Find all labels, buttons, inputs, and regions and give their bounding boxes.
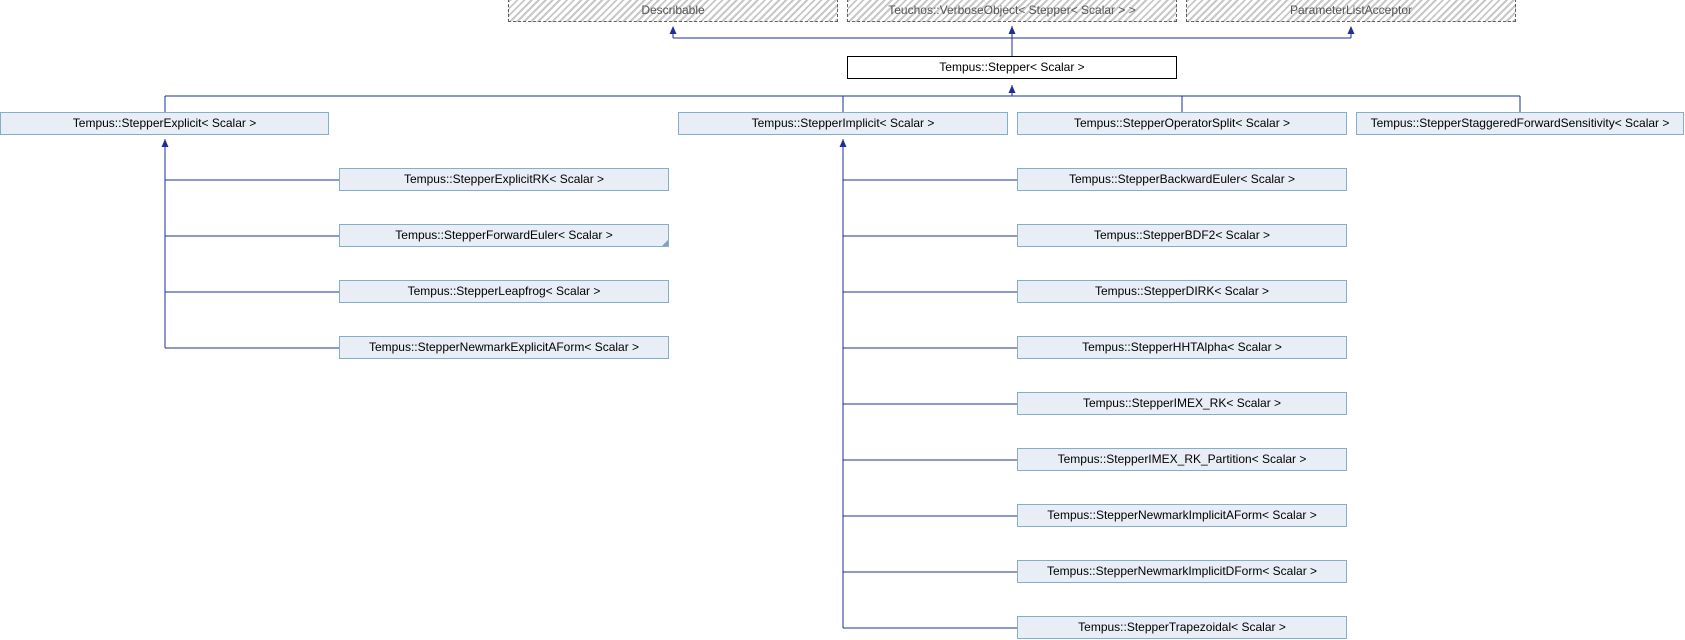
inheritance-arrowhead-3 bbox=[1008, 85, 1016, 93]
inheritance-arrowhead-1 bbox=[1008, 26, 1016, 34]
inheritance-arrowhead-0 bbox=[669, 26, 677, 34]
node-verbose-object[interactable]: Teuchos::VerboseObject< Stepper< Scalar … bbox=[847, 0, 1177, 22]
node-stepper-newmark-explicit-aform[interactable]: Tempus::StepperNewmarkExplicitAForm< Sca… bbox=[339, 336, 669, 359]
node-stepper-implicit[interactable]: Tempus::StepperImplicit< Scalar > bbox=[678, 112, 1008, 135]
node-stepper-dirk[interactable]: Tempus::StepperDIRK< Scalar > bbox=[1017, 280, 1347, 303]
node-stepper-backward-euler[interactable]: Tempus::StepperBackwardEuler< Scalar > bbox=[1017, 168, 1347, 191]
node-stepper-hht-alpha[interactable]: Tempus::StepperHHTAlpha< Scalar > bbox=[1017, 336, 1347, 359]
node-stepper-newmark-implicit-dform[interactable]: Tempus::StepperNewmarkImplicitDForm< Sca… bbox=[1017, 560, 1347, 583]
node-stepper-explicit[interactable]: Tempus::StepperExplicit< Scalar > bbox=[0, 112, 329, 135]
inheritance-arrowhead-4 bbox=[161, 139, 169, 147]
node-stepper: Tempus::Stepper< Scalar > bbox=[847, 56, 1177, 79]
node-stepper-staggered-forward-sensitivity[interactable]: Tempus::StepperStaggeredForwardSensitivi… bbox=[1356, 112, 1684, 135]
node-stepper-trapezoidal[interactable]: Tempus::StepperTrapezoidal< Scalar > bbox=[1017, 616, 1347, 639]
node-stepper-leapfrog[interactable]: Tempus::StepperLeapfrog< Scalar > bbox=[339, 280, 669, 303]
node-stepper-forward-euler[interactable]: Tempus::StepperForwardEuler< Scalar > bbox=[339, 224, 669, 247]
node-stepper-operator-split[interactable]: Tempus::StepperOperatorSplit< Scalar > bbox=[1017, 112, 1347, 135]
inheritance-arrowhead-5 bbox=[839, 139, 847, 147]
node-describable[interactable]: Describable bbox=[508, 0, 838, 22]
inheritance-arrowhead-2 bbox=[1347, 26, 1355, 34]
node-stepper-imex-rk[interactable]: Tempus::StepperIMEX_RK< Scalar > bbox=[1017, 392, 1347, 415]
node-stepper-imex-rk-partition[interactable]: Tempus::StepperIMEX_RK_Partition< Scalar… bbox=[1017, 448, 1347, 471]
node-parameter-list-acceptor[interactable]: ParameterListAcceptor bbox=[1186, 0, 1516, 22]
node-stepper-explicit-rk[interactable]: Tempus::StepperExplicitRK< Scalar > bbox=[339, 168, 669, 191]
node-stepper-bdf2[interactable]: Tempus::StepperBDF2< Scalar > bbox=[1017, 224, 1347, 247]
node-stepper-newmark-implicit-aform[interactable]: Tempus::StepperNewmarkImplicitAForm< Sca… bbox=[1017, 504, 1347, 527]
